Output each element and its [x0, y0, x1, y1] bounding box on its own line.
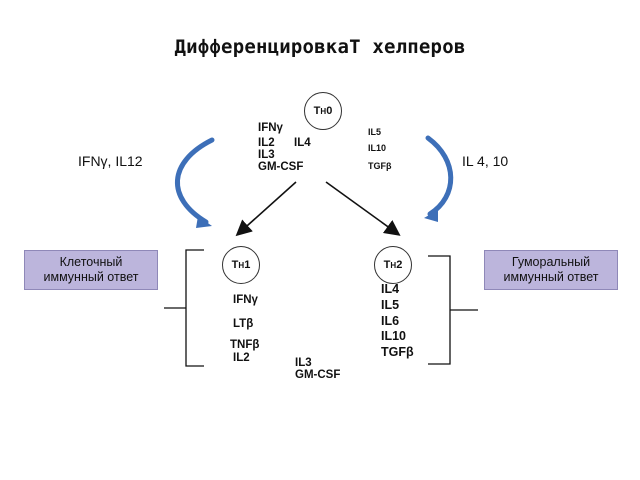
right-signal-label: IL 4, 10	[462, 153, 509, 169]
diagram-title: ДифференцировкаТ хелперов	[174, 36, 466, 58]
th0-tgf-label: TGFβ	[368, 161, 392, 171]
th0-il3-label: IL3	[258, 149, 275, 161]
th1-il2-label: IL2	[233, 352, 250, 364]
th0-ifn-label: IFNγ	[258, 122, 283, 134]
th1-ifn-label: IFNγ	[233, 294, 258, 306]
th0-il2-label: IL2	[258, 137, 275, 149]
arrow-th0-to-th1	[235, 181, 297, 237]
left-bracket	[164, 249, 204, 367]
right-box-line1: Гуморальный	[511, 255, 591, 269]
blue-curved-arrow-right	[425, 135, 454, 217]
right-box-line2: иммунный ответ	[503, 270, 599, 284]
left-box-line2: иммунный ответ	[43, 270, 139, 284]
left-box-line1: Клеточный	[59, 255, 123, 269]
th1-lt-label: LTβ	[233, 318, 254, 330]
th2-il6-label: IL6	[381, 314, 400, 328]
th0-il5-label: IL5	[368, 127, 382, 137]
th2-il4-label: IL4	[381, 282, 400, 296]
th2-il5-label: IL5	[381, 298, 400, 312]
shared-gmcsf-label: GM-CSF	[295, 369, 341, 381]
th0-gmcsf-label: GM-CSF	[258, 161, 304, 173]
th2-tgf-label: TGFβ	[381, 345, 414, 359]
blue-curved-arrow-left	[175, 137, 215, 225]
th0-il10-label: IL10	[368, 143, 387, 153]
right-bracket	[428, 255, 478, 365]
th2-il10-label: IL10	[381, 329, 407, 343]
th1-tnf-label: TNFβ	[230, 339, 260, 351]
th0-il4-label: IL4	[294, 137, 311, 149]
arrow-th0-to-th2	[325, 181, 401, 236]
shared-il3-label: IL3	[295, 357, 312, 369]
left-signal-label: IFNγ, IL12	[78, 153, 143, 169]
